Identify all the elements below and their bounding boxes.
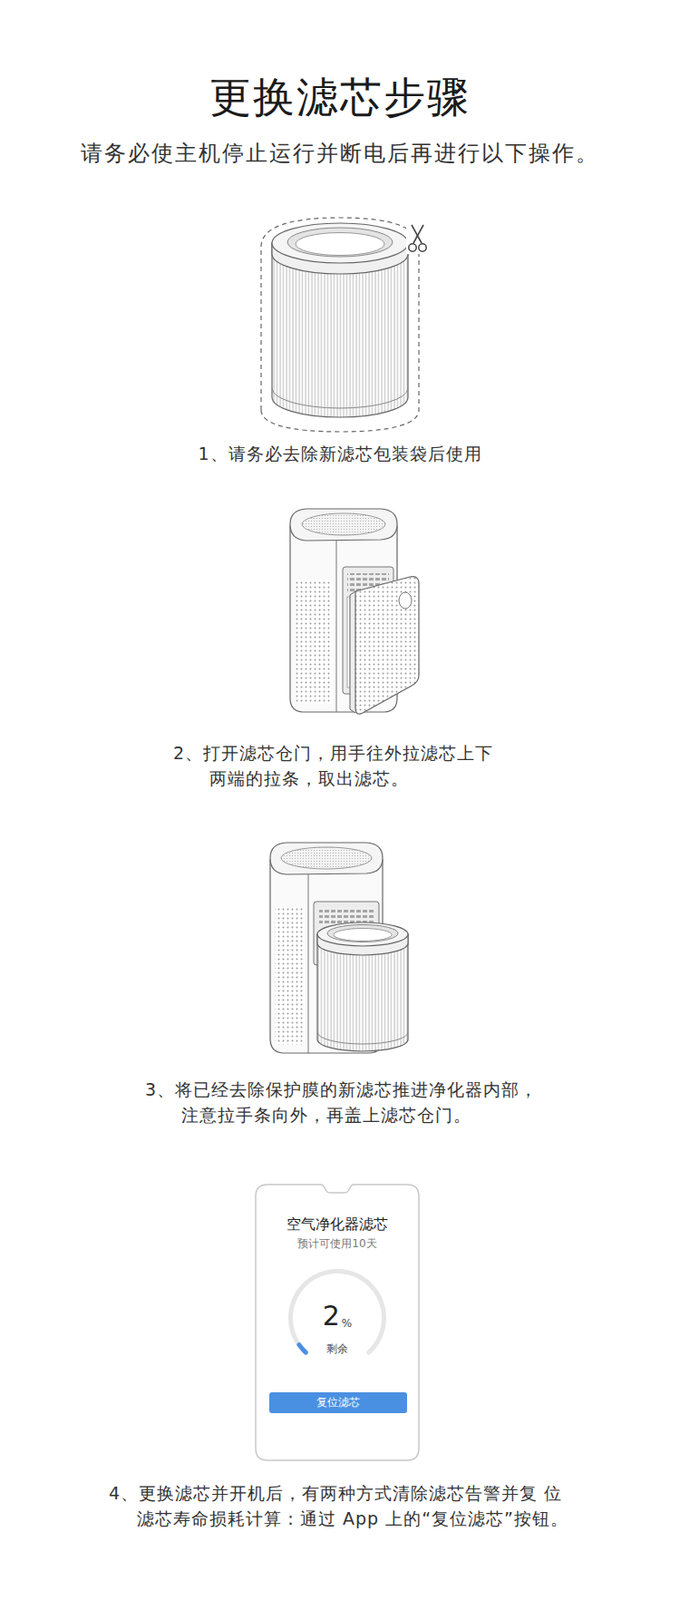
door-edge xyxy=(349,591,356,713)
phone-screen: 2% 剩余复位滤芯 空气净化器滤芯预计可使用10天 xyxy=(254,1183,420,1461)
purifier-edge xyxy=(308,874,310,1053)
step-caption: 1、请务必去除新滤芯包装袋后使用 xyxy=(0,440,680,467)
filter-body xyxy=(272,242,408,418)
filter-gauge: 2% 剩余 xyxy=(286,1266,389,1369)
purifier-door-open xyxy=(290,508,419,714)
gauge-value: 2 xyxy=(322,1299,340,1332)
gauge-caption: 剩余 xyxy=(326,1340,349,1356)
button-label: 复位滤芯 xyxy=(316,1391,360,1413)
step-caption: 4、更换滤芯并开机后，有两种方式清除滤芯告警并复 位 滤芯寿命损耗计算：通过 A… xyxy=(108,1479,599,1531)
filter-door xyxy=(355,576,419,714)
top-outlet xyxy=(301,513,386,535)
gauge-track xyxy=(288,1268,387,1355)
filter-inner-ring xyxy=(327,924,399,943)
scissors-icon xyxy=(406,221,428,254)
filter-body xyxy=(317,933,408,1051)
side-grille xyxy=(295,580,332,704)
filter-top-cap xyxy=(272,223,408,263)
purifier-top xyxy=(290,508,398,541)
purifier-filter-insert xyxy=(270,842,408,1053)
door-handle xyxy=(398,592,412,609)
filter-inner-ring xyxy=(287,227,393,257)
filter-bottom-rim xyxy=(272,388,408,408)
top-outlet xyxy=(281,846,372,869)
gauge-level xyxy=(296,1341,308,1354)
purifier-edge xyxy=(336,540,338,712)
side-grille xyxy=(274,906,305,1045)
instruction-note: 请务必使主机停止运行并断电后再进行以下操作。 xyxy=(0,138,680,168)
filter-bottom-rim xyxy=(317,1031,408,1044)
filter-in-bag xyxy=(261,217,428,432)
step-caption: 3、将已经去除保护膜的新滤芯推进净化器内部， 注意拉手条向外，再盖上滤芯仓门。 xyxy=(145,1076,572,1127)
reset-button: 复位滤芯 xyxy=(269,1391,408,1413)
step-caption: 2、打开滤芯仓门，用手往外拉滤芯上下 两端的拉条，取出滤芯。 xyxy=(173,739,536,791)
purifier-top xyxy=(270,842,383,875)
filter-core xyxy=(333,928,392,942)
page-title: 更换滤芯步骤 xyxy=(0,70,680,124)
screen-subtitle: 预计可使用10天 xyxy=(297,1235,377,1251)
screen-title: 空气净化器滤芯 xyxy=(286,1214,389,1234)
scissors-blade xyxy=(413,224,424,243)
filter-core xyxy=(295,233,385,256)
packaging-bag xyxy=(261,217,419,432)
scissors-blade xyxy=(411,224,422,243)
gauge-unit: % xyxy=(341,1315,352,1331)
phone-frame xyxy=(255,1184,419,1460)
scissors-handle xyxy=(408,243,417,252)
scissors-handle xyxy=(418,243,427,252)
scissors-patch xyxy=(406,221,428,254)
filter-top-cap xyxy=(317,922,408,946)
